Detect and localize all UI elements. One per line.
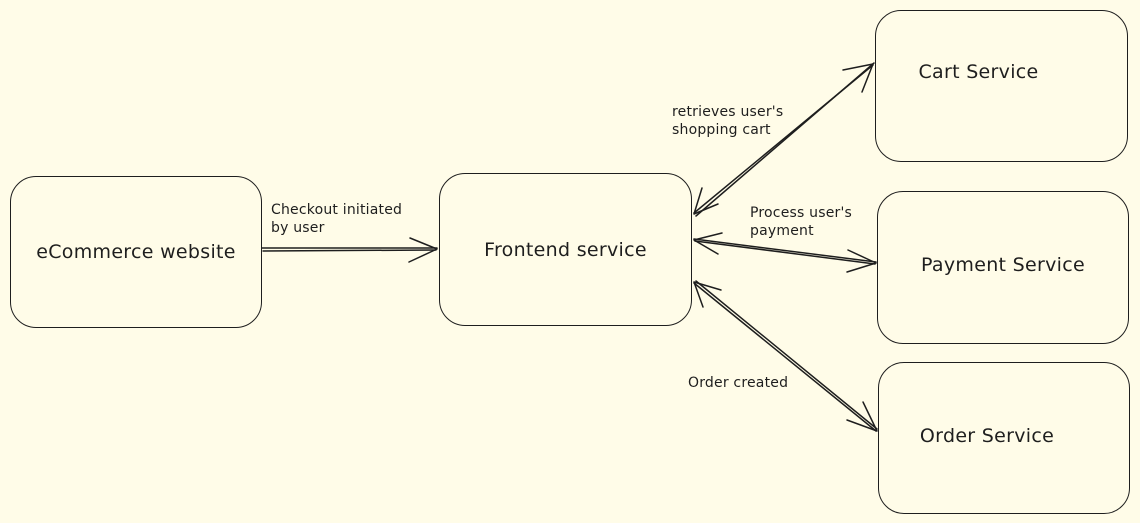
payment-service-label: Payment Service xyxy=(921,253,1085,276)
payment-label-line2: payment xyxy=(750,223,814,239)
checkout-edge-label: Checkout initiated by user xyxy=(271,201,402,237)
arrow-cart xyxy=(693,62,875,217)
cart-label-line2: shopping cart xyxy=(672,122,771,138)
checkout-label-line2: by user xyxy=(271,220,325,236)
ecommerce-website-label: eCommerce website xyxy=(36,241,236,263)
frontend-service-node[interactable]: Frontend service xyxy=(439,173,692,326)
frontend-service-label: Frontend service xyxy=(484,238,647,261)
ecommerce-website-node[interactable]: eCommerce website xyxy=(10,176,262,328)
cart-edge-label: retrieves user's shopping cart xyxy=(672,103,783,139)
payment-edge-label: Process user's payment xyxy=(750,204,852,240)
cart-label-line1: retrieves user's xyxy=(672,104,784,120)
arrow-checkout xyxy=(261,237,438,263)
order-label-line1: Order created xyxy=(688,375,789,391)
order-service-label: Order Service xyxy=(919,425,1055,447)
checkout-label-line1: Checkout initiated xyxy=(271,202,403,218)
order-edge-label: Order created xyxy=(688,374,788,392)
cart-service-node[interactable]: Cart Service xyxy=(875,10,1128,162)
payment-label-line1: Process user's xyxy=(750,205,853,221)
payment-service-node[interactable]: Payment Service xyxy=(877,191,1129,344)
cart-service-label: Cart Service xyxy=(918,61,1039,83)
order-service-node[interactable]: Order Service xyxy=(878,362,1130,514)
arrow-order xyxy=(693,280,878,432)
arrow-payment xyxy=(693,232,877,273)
